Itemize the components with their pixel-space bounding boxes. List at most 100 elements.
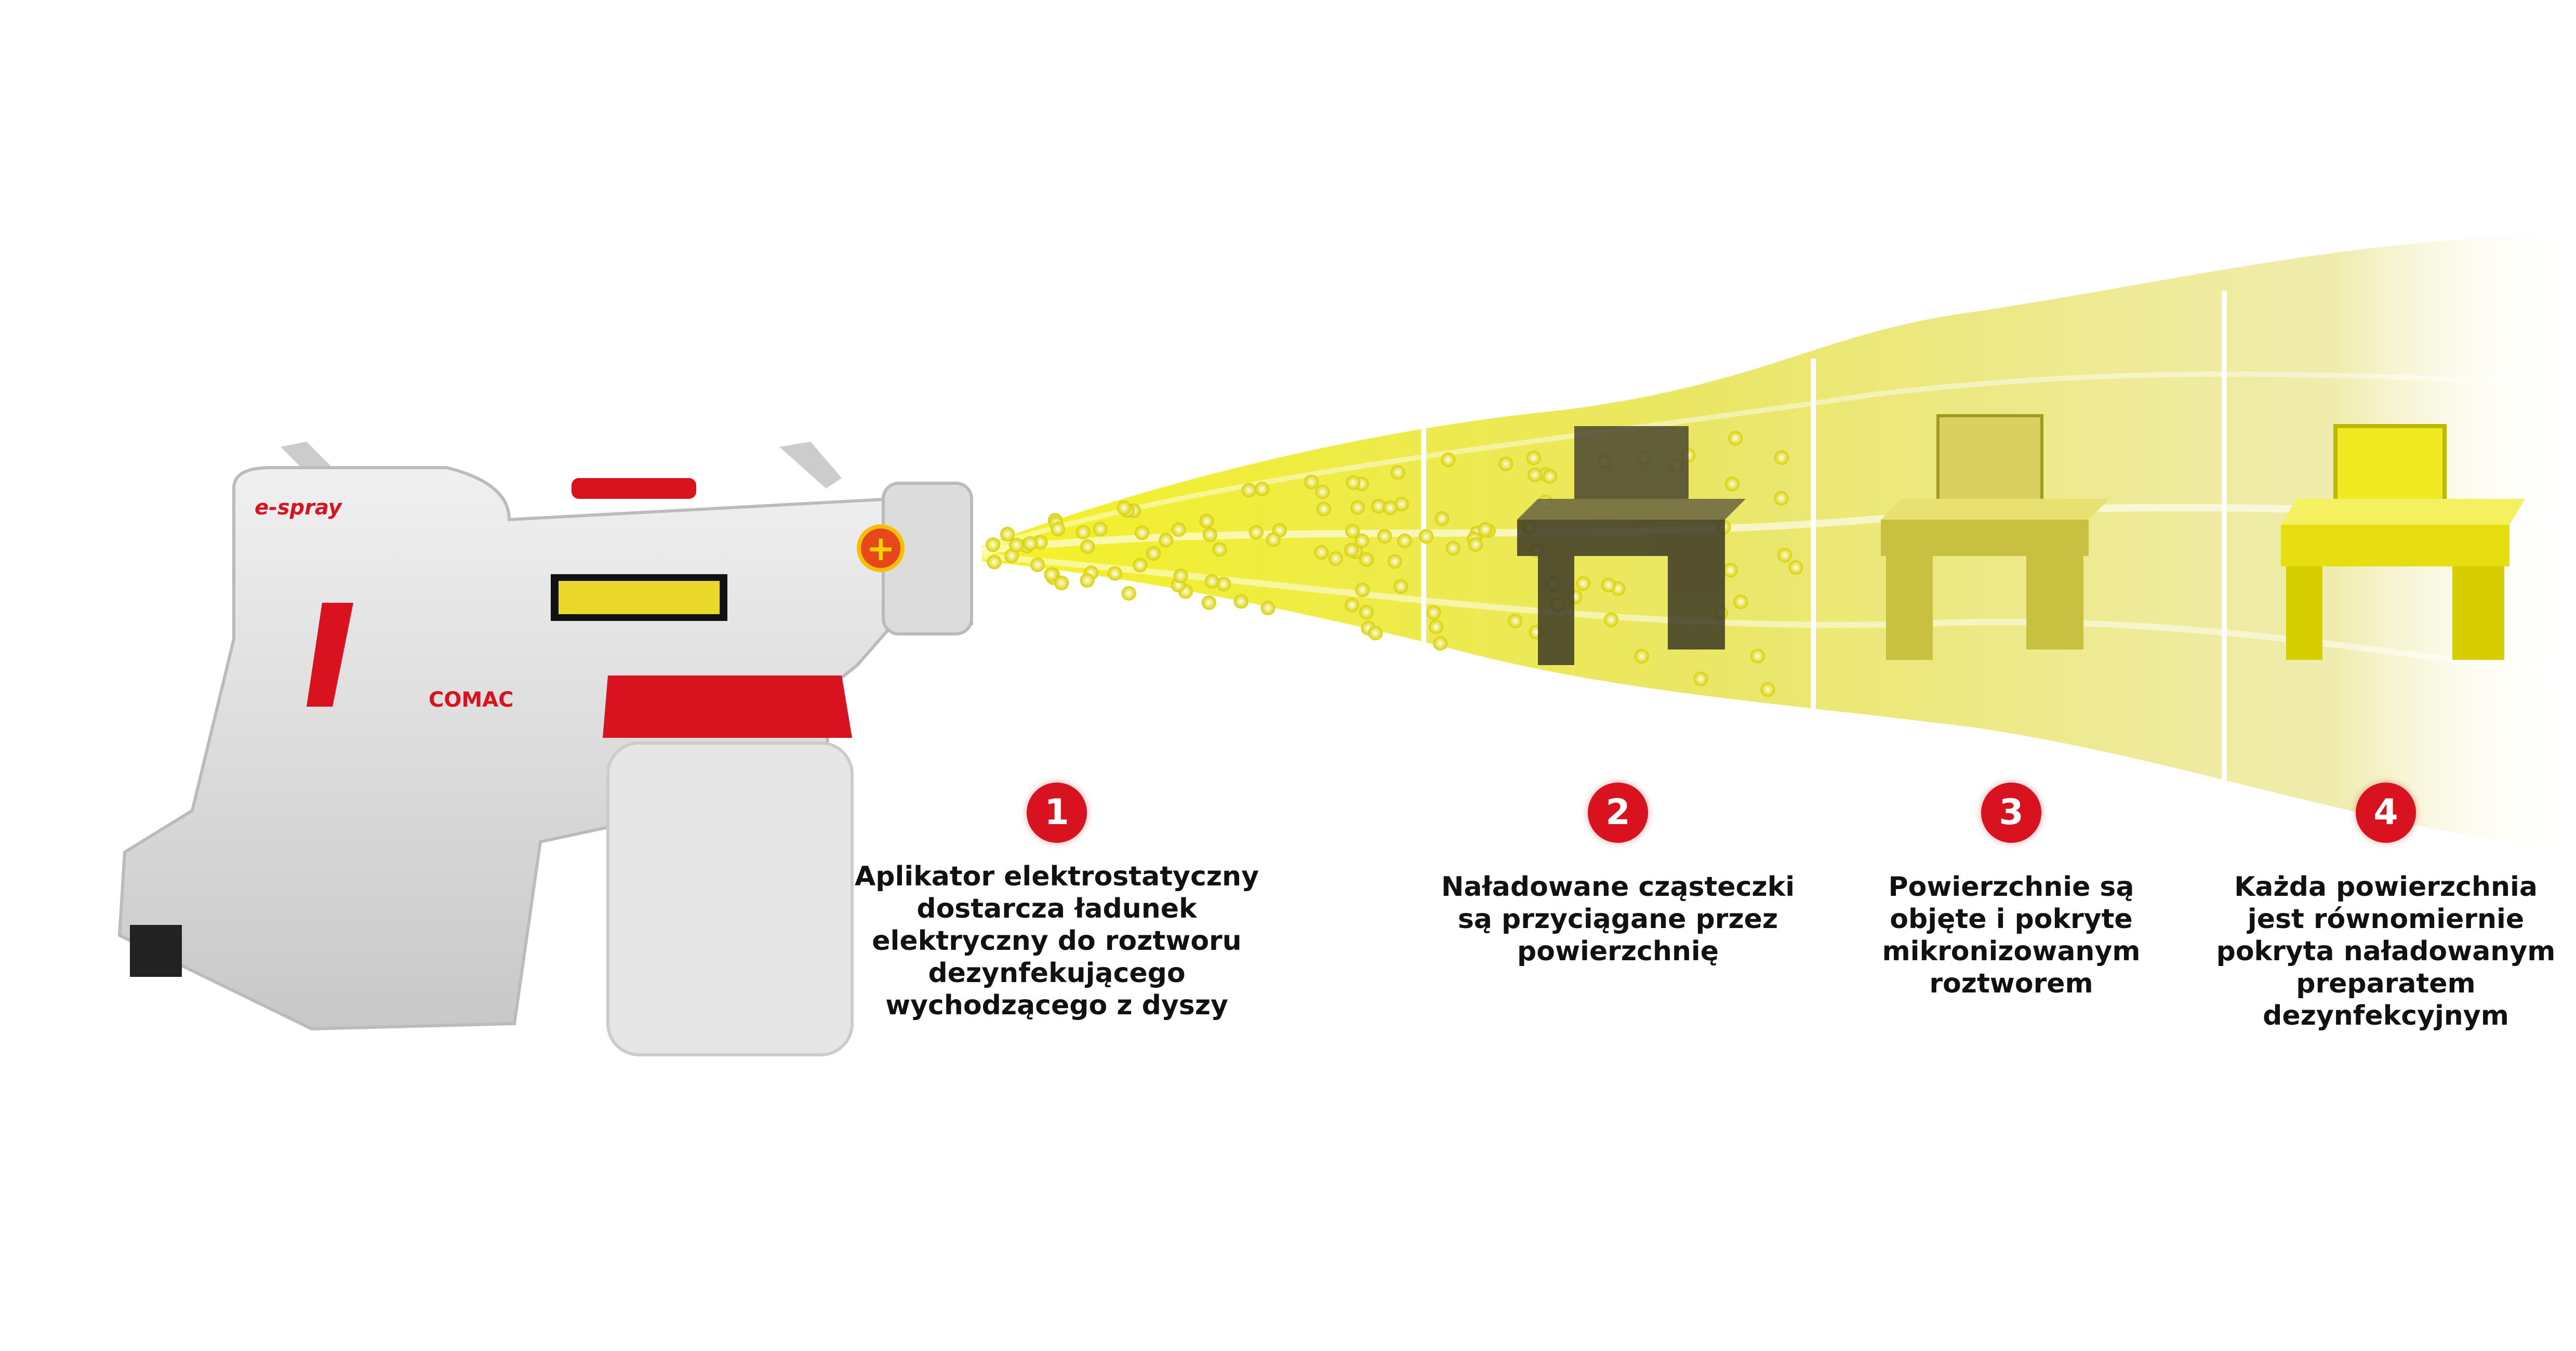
particle bbox=[1316, 501, 1331, 516]
particle bbox=[1204, 574, 1219, 589]
particle bbox=[1000, 526, 1015, 541]
particle bbox=[1788, 560, 1803, 575]
particle bbox=[1241, 483, 1256, 498]
particle bbox=[1009, 538, 1024, 553]
svg-text:+: + bbox=[866, 528, 895, 568]
particle bbox=[1576, 576, 1591, 591]
comac-logo: COMAC bbox=[429, 688, 513, 712]
particle bbox=[1173, 568, 1188, 584]
particle bbox=[1368, 626, 1383, 641]
particle bbox=[1080, 573, 1095, 588]
particle bbox=[1075, 525, 1091, 540]
particle bbox=[1107, 566, 1122, 581]
particle bbox=[1133, 558, 1148, 573]
step-1-description: Aplikator elektrostatyczny dostarcza ład… bbox=[855, 861, 1259, 1021]
step-4-badge: 4 bbox=[2356, 783, 2416, 843]
particle bbox=[1426, 605, 1441, 620]
particle bbox=[1350, 500, 1365, 515]
particle bbox=[1344, 542, 1359, 558]
particle bbox=[1508, 614, 1523, 629]
particle bbox=[987, 554, 1002, 569]
step-4-description: Każda powierzchnia jest równomiernie pok… bbox=[2216, 871, 2556, 1031]
particle bbox=[1054, 576, 1069, 591]
particle bbox=[986, 537, 1001, 552]
particle bbox=[1478, 522, 1493, 537]
particle bbox=[1760, 682, 1775, 697]
particle bbox=[1383, 500, 1398, 515]
particle bbox=[1377, 528, 1392, 544]
desk-stage-2 bbox=[1517, 426, 1746, 665]
particle bbox=[1314, 545, 1329, 560]
particle bbox=[1346, 475, 1361, 490]
particle bbox=[1728, 431, 1743, 446]
particle bbox=[1390, 465, 1405, 480]
particle bbox=[1355, 582, 1370, 598]
particle bbox=[1249, 525, 1264, 540]
particle bbox=[1359, 552, 1374, 567]
particle bbox=[1693, 671, 1708, 686]
particle bbox=[1199, 513, 1214, 528]
e-spray-logo: e-spray bbox=[255, 496, 343, 520]
particle bbox=[1030, 557, 1045, 572]
particle bbox=[1201, 595, 1216, 610]
particle bbox=[1441, 452, 1456, 467]
particle bbox=[1435, 511, 1450, 526]
particle bbox=[1159, 533, 1174, 548]
particle bbox=[1601, 577, 1616, 592]
particle bbox=[1774, 491, 1789, 506]
particle bbox=[1419, 529, 1434, 544]
particle bbox=[1774, 450, 1789, 465]
particle bbox=[1445, 541, 1460, 556]
particle bbox=[1526, 451, 1541, 466]
particle bbox=[1146, 546, 1161, 561]
particle bbox=[1733, 594, 1748, 610]
particle bbox=[1117, 500, 1132, 515]
particle bbox=[1051, 522, 1066, 537]
particle bbox=[1750, 648, 1765, 664]
particle bbox=[1604, 612, 1619, 627]
spray-gun-device: + e-spray COMAC bbox=[117, 442, 974, 1056]
step-3-description: Powierzchnie są objęte i pokryte mikroni… bbox=[1882, 871, 2141, 999]
particle bbox=[1498, 456, 1513, 471]
step-3-badge: 3 bbox=[1981, 783, 2041, 843]
particle bbox=[1394, 497, 1409, 512]
particle bbox=[1233, 594, 1249, 609]
particle bbox=[1468, 537, 1483, 552]
particle bbox=[1093, 522, 1108, 537]
particle bbox=[1044, 567, 1059, 582]
particle bbox=[1634, 648, 1649, 664]
particle bbox=[1355, 533, 1370, 548]
particle bbox=[1080, 539, 1095, 554]
particle bbox=[1266, 532, 1281, 547]
step-2-description: Naładowane cząsteczki są przyciągane prz… bbox=[1441, 871, 1795, 967]
particle bbox=[1171, 522, 1186, 537]
desk-stage-4 bbox=[2281, 424, 2525, 660]
particle bbox=[1393, 579, 1409, 594]
particle bbox=[1328, 551, 1343, 566]
particle bbox=[1345, 598, 1360, 613]
particle bbox=[1023, 536, 1038, 551]
particle bbox=[1135, 525, 1150, 540]
particle bbox=[1345, 524, 1360, 539]
particle bbox=[1387, 554, 1402, 569]
particle bbox=[1428, 619, 1443, 634]
particle bbox=[1359, 605, 1374, 620]
particle bbox=[1777, 548, 1792, 563]
particle bbox=[1254, 481, 1269, 496]
particle bbox=[1202, 527, 1217, 542]
particle bbox=[1260, 600, 1276, 615]
desk-stage-3 bbox=[1881, 414, 2109, 660]
particle bbox=[1304, 474, 1319, 489]
step-1-badge: 1 bbox=[1027, 783, 1087, 843]
particle bbox=[1397, 533, 1412, 548]
step-2-badge: 2 bbox=[1588, 783, 1648, 843]
stage-dividers bbox=[1421, 291, 2227, 808]
particle bbox=[1212, 542, 1227, 557]
particle bbox=[1216, 577, 1231, 592]
particle bbox=[1315, 484, 1330, 499]
particle bbox=[1725, 476, 1740, 492]
particle bbox=[1723, 563, 1738, 578]
particle bbox=[1543, 469, 1558, 484]
particle bbox=[1433, 636, 1448, 651]
